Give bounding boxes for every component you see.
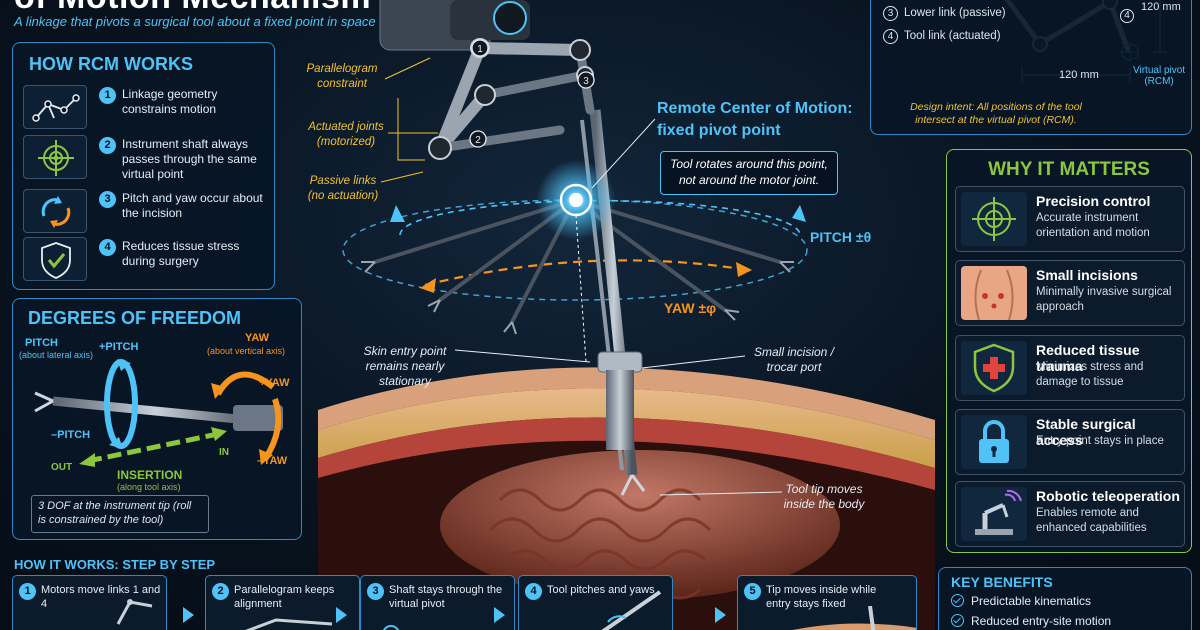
step-arrow-icon — [715, 607, 726, 623]
robot-arm-icon — [961, 487, 1027, 541]
benefit-item: Reduced entry-site motion — [951, 614, 1111, 628]
shield-check-icon — [23, 237, 87, 281]
dof-panel: DEGREES OF FREEDOM PITCH (about lateral … — [12, 298, 302, 540]
benefits-panel: KEY BENEFITS Predictable kinematics Redu… — [938, 567, 1192, 630]
minus-pitch-label: –PITCH — [51, 429, 91, 441]
arm-callout-3: 3 — [583, 76, 589, 87]
tool-tip-label: Tool tip moves inside the body — [783, 482, 865, 511]
page-title: of Motion Mechanism — [14, 0, 371, 17]
step-tool-icon — [601, 590, 662, 630]
target-icon — [961, 192, 1027, 246]
how-rcm-item: 4 Reduces tissue stress during surgery — [23, 237, 266, 281]
benefits-heading: KEY BENEFITS — [951, 574, 1053, 590]
step-tissue-icon — [792, 606, 916, 630]
skin-entry-label: Skin entry point remains nearly stationa… — [363, 344, 447, 388]
benefit-item: Predictable kinematics — [951, 594, 1091, 608]
pitch-axis-sub: (about lateral axis) — [19, 350, 94, 360]
pitch-label: PITCH ±θ — [810, 229, 872, 245]
step-arrow-icon — [183, 607, 194, 623]
spec-dim-horizontal: 120 mm — [1059, 69, 1099, 81]
why-panel: WHY IT MATTERS Precision control Accurat… — [946, 149, 1192, 553]
yaw-axis-sub: (about vertical axis) — [207, 346, 286, 356]
step-pivot-icon — [382, 625, 400, 630]
why-item: Stable surgical access Entry point stays… — [955, 409, 1185, 475]
why-item: Precision control Accurate instrument or… — [955, 186, 1185, 252]
out-label: OUT — [51, 462, 73, 473]
spec-dim-vertical: 120 mm — [1141, 1, 1181, 13]
yaw-axis-label: YAW — [245, 332, 270, 344]
how-rcm-item: 3 Pitch and yaw occur about the incision — [23, 189, 266, 233]
step-card: 2 Parallelogram keeps alignment — [205, 575, 360, 630]
rotate-arrows-icon — [23, 189, 87, 233]
how-rcm-item: 1 Linkage geometry constrains motion — [23, 85, 266, 129]
arm-callout-1: 1 — [477, 44, 483, 55]
step-card: 3 Shaft stays through the virtual pivot — [360, 575, 515, 630]
rcm-title: Remote Center of Motion: fixed pivot poi… — [657, 100, 853, 139]
spec-joint-4: 4 — [1120, 9, 1134, 23]
dof-instrument-illustration — [34, 359, 283, 467]
linkage-icon — [23, 85, 87, 129]
crosshair-icon — [23, 135, 87, 179]
page-subtitle: A linkage that pivots a surgical tool ab… — [14, 14, 376, 29]
dof-note: 3 DOF at the instrument tip (roll is con… — [31, 495, 209, 533]
spec-virtual-pivot: Virtual pivot (RCM) — [1133, 65, 1186, 87]
medical-shield-icon — [961, 341, 1027, 395]
why-item: Robotic teleoperation Enables remote and… — [955, 481, 1185, 547]
check-icon — [951, 614, 964, 627]
step-card: 4 Tool pitches and yaws — [518, 575, 673, 630]
step-parallelogram-icon — [245, 618, 333, 630]
pitch-axis-label: PITCH — [25, 337, 58, 349]
check-icon — [951, 594, 964, 607]
arm-callout-2: 2 — [475, 135, 481, 146]
insertion-sub: (along tool axis) — [117, 482, 181, 492]
tissue-cross-section — [318, 367, 935, 630]
plus-yaw-label: +YAW — [259, 377, 290, 389]
parallelogram-label: Parallelogram constraint — [306, 63, 378, 90]
step-arrow-icon — [494, 607, 505, 623]
rcm-note: Tool rotates around this point, not arou… — [660, 151, 838, 195]
why-item: Small incisions Minimally invasive surgi… — [955, 260, 1185, 326]
step-arrow-icon — [336, 607, 347, 623]
step-card: 5 Tip moves inside while entry stays fix… — [737, 575, 917, 630]
abdomen-icon — [961, 266, 1027, 321]
actuated-joints-label: Actuated joints (motorized) — [308, 121, 384, 148]
how-rcm-item: 2 Instrument shaft always passes through… — [23, 135, 266, 181]
design-intent: Design intent: All positions of the tool… — [910, 101, 1082, 126]
insertion-label: INSERTION — [117, 468, 183, 482]
passive-links-label: Passive links (no actuation) — [307, 175, 379, 202]
why-item: Reduced tissue trauma Minimizes stress a… — [955, 335, 1185, 401]
dof-heading: DEGREES OF FREEDOM — [28, 308, 242, 328]
why-heading: WHY IT MATTERS — [988, 159, 1150, 180]
incision-label: Small incision / trocar port — [753, 345, 835, 374]
step-linkage-icon — [116, 599, 153, 625]
step-card: 1 Motors move links 1 and 4 — [12, 575, 167, 630]
padlock-icon — [961, 415, 1027, 469]
steps-heading: HOW IT WORKS: STEP BY STEP — [14, 557, 216, 572]
in-label: IN — [219, 447, 229, 458]
minus-yaw-label: –YAW — [257, 455, 288, 467]
plus-pitch-label: +PITCH — [99, 341, 139, 353]
how-rcm-panel: HOW RCM WORKS 1 Linkage geometry constra… — [12, 42, 275, 290]
yaw-label: YAW ±φ — [664, 300, 717, 316]
how-rcm-heading: HOW RCM WORKS — [29, 54, 193, 74]
